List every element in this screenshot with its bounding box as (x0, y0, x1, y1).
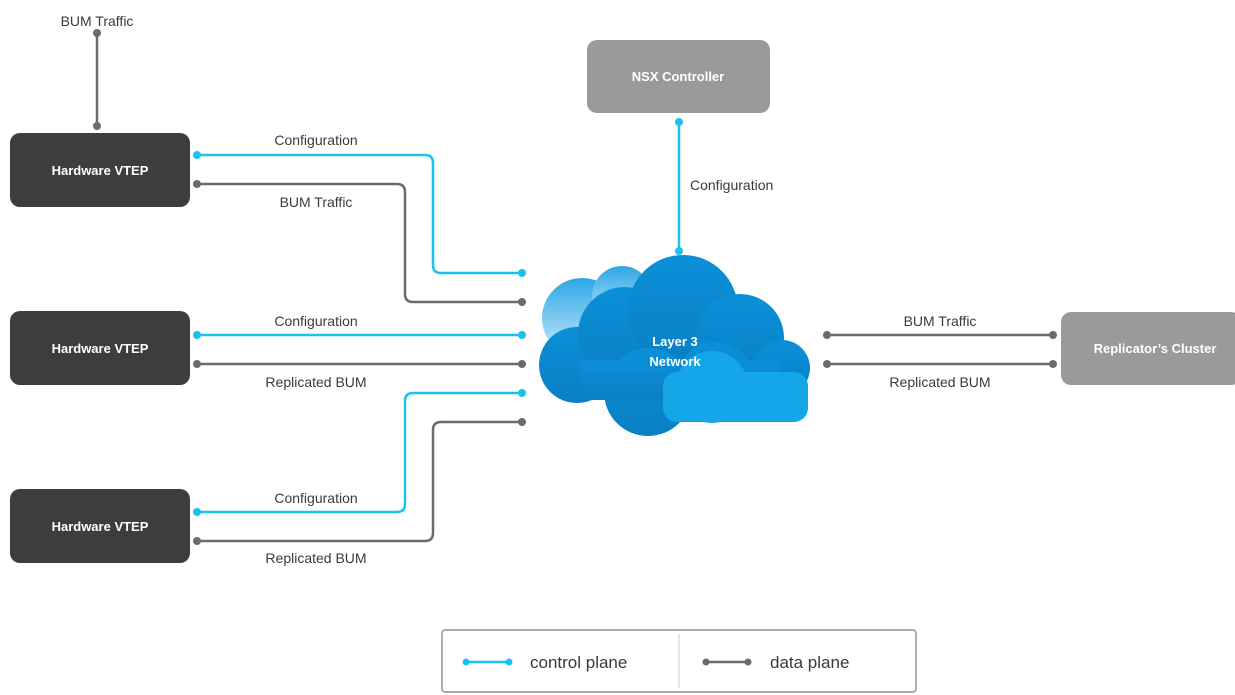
vtep2-replicated-label: Replicated BUM (265, 374, 366, 390)
vtep2-replicated-link (193, 360, 526, 368)
vtep3-config-link (193, 389, 526, 516)
nsx-controller-label: NSX Controller (632, 69, 724, 84)
vtep1-config-link (193, 151, 526, 277)
hardware-vtep-1-label: Hardware VTEP (52, 163, 149, 178)
vtep3-config-label: Configuration (274, 490, 357, 506)
legend-control-label: control plane (530, 653, 627, 672)
vtep2-config-link (193, 331, 526, 339)
replicators-cluster: Replicator’s Cluster (1061, 312, 1235, 385)
vtep1-config-label: Configuration (274, 132, 357, 148)
replicator-bum-link (823, 331, 1057, 339)
nsx-controller: NSX Controller (587, 40, 770, 113)
legend-control-swatch (462, 658, 513, 666)
vtep2-config-label: Configuration (274, 313, 357, 329)
vtep1-bum-link (193, 180, 526, 306)
replicator-replicated-label: Replicated BUM (889, 374, 990, 390)
replicators-cluster-label: Replicator’s Cluster (1094, 341, 1217, 356)
hardware-vtep-3-label: Hardware VTEP (52, 519, 149, 534)
legend: control plane data plane (441, 629, 917, 693)
vtep3-replicated-label: Replicated BUM (265, 550, 366, 566)
hardware-vtep-1: Hardware VTEP (10, 133, 190, 207)
hardware-vtep-2: Hardware VTEP (10, 311, 190, 385)
controller-config-label: Configuration (690, 177, 773, 193)
cloud-label-line1: Layer 3 (652, 334, 698, 349)
top-bum-label: BUM Traffic (61, 13, 134, 29)
replicator-bum-label: BUM Traffic (904, 313, 977, 329)
top-bum-link (93, 29, 101, 130)
layer3-network-cloud: Layer 3 Network (539, 255, 810, 436)
legend-data-swatch (702, 658, 752, 666)
hardware-vtep-3: Hardware VTEP (10, 489, 190, 563)
legend-data-label: data plane (770, 653, 849, 672)
replicator-replicated-link (823, 360, 1057, 368)
hardware-vtep-2-label: Hardware VTEP (52, 341, 149, 356)
controller-config-link (675, 118, 683, 255)
cloud-label-line2: Network (649, 354, 701, 369)
vtep3-replicated-link (193, 418, 526, 545)
vtep1-bum-label: BUM Traffic (280, 194, 353, 210)
